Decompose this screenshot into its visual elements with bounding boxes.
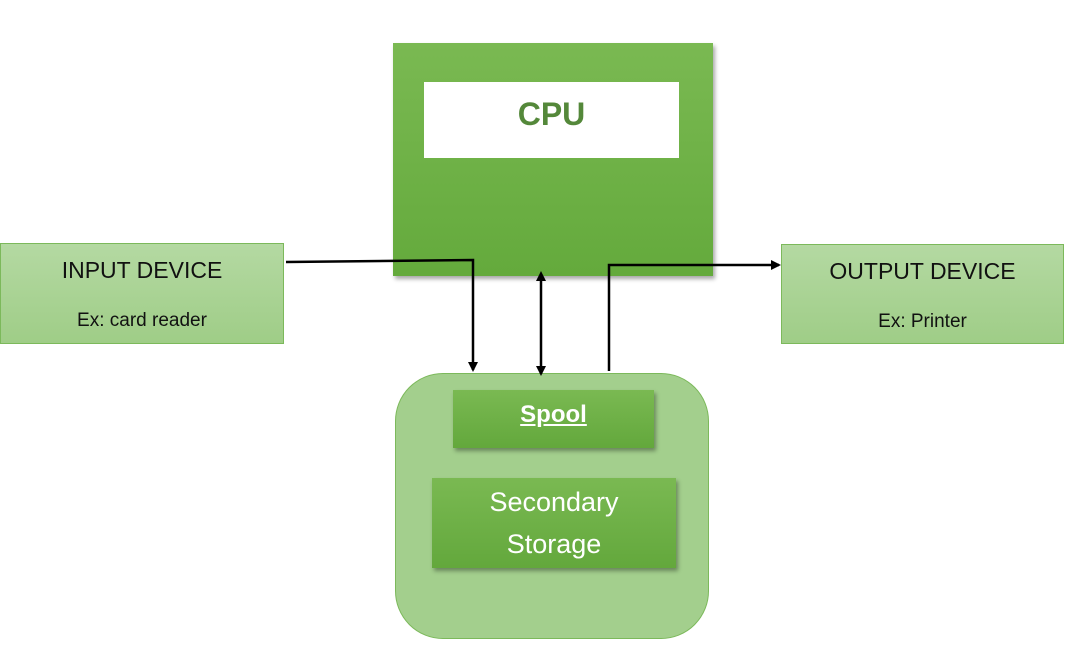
output-device-title: OUTPUT DEVICE — [829, 258, 1016, 284]
cpu-label: CPU — [517, 95, 586, 132]
secondary-storage-block: Secondary Storage — [432, 478, 676, 568]
spool-block: Spool — [453, 390, 654, 448]
input-device-block: INPUT DEVICE Ex: card reader — [0, 243, 284, 344]
output-device-block: OUTPUT DEVICE Ex: Printer — [781, 244, 1064, 344]
input-device-example: Ex: card reader — [77, 310, 207, 331]
cpu-block: CPU — [393, 43, 713, 276]
secondary-storage-label: Secondary Storage — [489, 487, 619, 559]
spool-label: Spool — [520, 401, 587, 428]
output-device-example: Ex: Printer — [878, 311, 967, 332]
input-device-title: INPUT DEVICE — [61, 257, 223, 283]
spool-to-output-arrow — [607, 260, 781, 371]
input-to-spool-arrow — [285, 258, 478, 372]
cpu-label-box: CPU — [424, 82, 679, 158]
